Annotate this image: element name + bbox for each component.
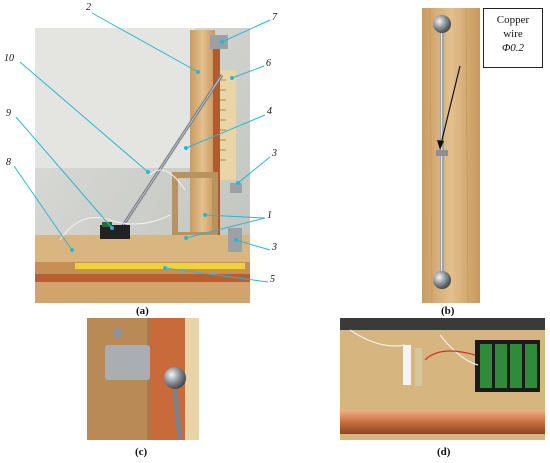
caption-a: (a) xyxy=(136,305,149,317)
callout-7: 7 xyxy=(272,12,277,23)
copper-wire-label-line1: Copper xyxy=(496,14,530,26)
callout-5: 5 xyxy=(270,274,275,285)
callout-2: 2 xyxy=(86,2,91,13)
caption-c: (c) xyxy=(135,446,148,458)
panel-d-photo xyxy=(340,318,545,440)
copper-wire-label-line2: wire xyxy=(503,28,523,40)
panel-b-photo xyxy=(422,7,480,304)
panel-c-photo xyxy=(87,318,199,441)
caption-d: (d) xyxy=(437,446,451,458)
callout-3-upper: 3 xyxy=(272,148,277,159)
callout-4: 4 xyxy=(267,106,272,117)
copper-wire-label-line3: Φ0.2 xyxy=(501,42,525,54)
copper-wire-label: Copper wire Φ0.2 xyxy=(483,8,543,68)
callout-9: 9 xyxy=(6,108,11,119)
callout-3-lower: 3 xyxy=(272,242,277,253)
callout-6: 6 xyxy=(266,58,271,69)
callout-10: 10 xyxy=(4,53,14,64)
callout-1: 1 xyxy=(267,210,272,221)
panel-a-photo xyxy=(35,28,250,303)
callout-8: 8 xyxy=(6,157,11,168)
caption-b: (b) xyxy=(441,305,455,317)
panel-a-callout-lines xyxy=(13,12,271,283)
